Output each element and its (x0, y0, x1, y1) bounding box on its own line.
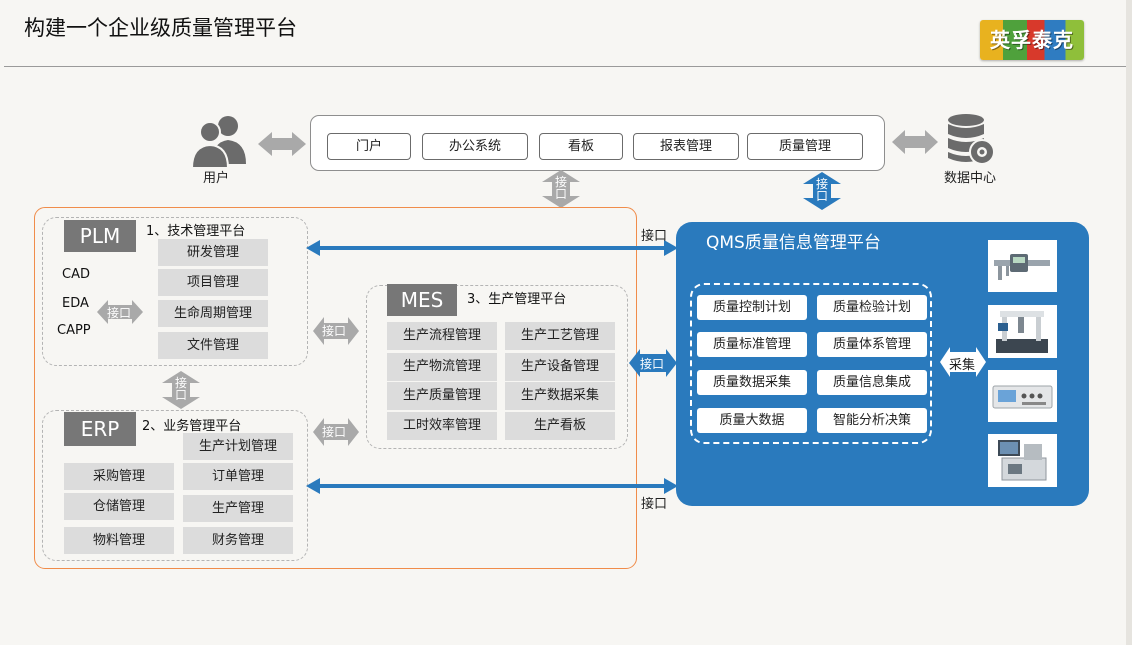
mes-process-flow[interactable]: 生产流程管理 (387, 322, 497, 350)
plm-panel (42, 217, 308, 366)
mes-efficiency[interactable]: 工时效率管理 (387, 412, 497, 440)
mes-equipment[interactable]: 生产设备管理 (505, 353, 615, 381)
qms-standards[interactable]: 质量标准管理 (697, 332, 807, 357)
mes-logistics[interactable]: 生产物流管理 (387, 353, 497, 381)
mes-qms-arrow (629, 349, 677, 377)
right-edge-strip (1126, 0, 1132, 645)
portal-datacenter-arrow (892, 130, 938, 154)
company-logo: 英孚泰克 (980, 20, 1084, 60)
users-icon (190, 116, 246, 168)
quality-management-button[interactable]: 质量管理 (747, 133, 863, 160)
collect-arrow (940, 347, 986, 377)
interface-label: 接口 (640, 357, 665, 371)
plm-erp-arrow (162, 371, 200, 409)
qms-info-integration[interactable]: 质量信息集成 (817, 370, 927, 395)
erp-finance[interactable]: 财务管理 (183, 527, 293, 554)
interface-label: 接口 (815, 177, 828, 203)
eda-label: EDA (62, 296, 89, 311)
erp-mes-arrow (313, 418, 359, 446)
caliper-photo (988, 240, 1057, 292)
plm-qms-connector (306, 240, 678, 256)
mes-heading: 3、生产管理平台 (467, 292, 567, 307)
erp-heading: 2、业务管理平台 (142, 419, 242, 434)
erp-qms-connector (306, 478, 678, 494)
plm-mes-arrow (313, 317, 359, 345)
erp-order-management[interactable]: 订单管理 (183, 463, 293, 490)
cad-label: CAD (62, 267, 90, 282)
interface-label: 接口 (641, 229, 668, 244)
erp-production-planning[interactable]: 生产计划管理 (183, 433, 293, 460)
mes-process-technology[interactable]: 生产工艺管理 (505, 322, 615, 350)
erp-material-management[interactable]: 物料管理 (64, 527, 174, 554)
cmm-machine-photo (988, 305, 1057, 358)
database-icon (948, 114, 995, 165)
qms-big-data[interactable]: 质量大数据 (697, 408, 807, 433)
mes-quality[interactable]: 生产质量管理 (387, 382, 497, 410)
logo-text: 英孚泰克 (990, 28, 1074, 52)
qms-title: QMS质量信息管理平台 (706, 233, 881, 253)
capp-label: CAPP (57, 323, 91, 338)
user-portal-arrow (258, 132, 306, 156)
qms-control-plan[interactable]: 质量控制计划 (697, 295, 807, 320)
test-instrument-photo (988, 370, 1057, 422)
qms-data-collection[interactable]: 质量数据采集 (697, 370, 807, 395)
datacenter-label: 数据中心 (944, 171, 997, 186)
plm-rd-management[interactable]: 研发管理 (158, 239, 268, 266)
title-divider (4, 66, 1126, 67)
erp-procurement[interactable]: 采购管理 (64, 463, 174, 490)
qms-modules-panel (690, 283, 932, 444)
office-system-button[interactable]: 办公系统 (422, 133, 528, 160)
business-systems-container (34, 207, 637, 569)
mes-kanban[interactable]: 生产看板 (505, 412, 615, 440)
plm-file-management[interactable]: 文件管理 (158, 332, 268, 359)
interface-label: 接口 (322, 324, 347, 338)
report-management-button[interactable]: 报表管理 (633, 133, 739, 160)
qms-system[interactable]: 质量体系管理 (817, 332, 927, 357)
portal-bar: 门户 办公系统 看板 报表管理 质量管理 (310, 115, 885, 171)
interface-label: 接口 (641, 497, 668, 512)
mes-tag: MES (387, 284, 457, 316)
plm-project-management[interactable]: 项目管理 (158, 269, 268, 296)
plm-heading: 1、技术管理平台 (146, 224, 246, 239)
plm-lifecycle-management[interactable]: 生命周期管理 (158, 300, 268, 327)
erp-production-management[interactable]: 生产管理 (183, 495, 293, 522)
erp-tag: ERP (64, 412, 136, 446)
qms-analysis-decision[interactable]: 智能分析决策 (817, 408, 927, 433)
mes-data-collection[interactable]: 生产数据采集 (505, 382, 615, 410)
inspection-station-photo (988, 434, 1057, 487)
dashboard-button[interactable]: 看板 (539, 133, 623, 160)
plm-tools-arrow (97, 300, 143, 324)
portal-orange-arrow (542, 170, 580, 208)
interface-label: 接口 (554, 175, 567, 201)
interface-label: 接口 (322, 425, 347, 439)
interface-label: 接口 (174, 376, 187, 402)
erp-warehouse[interactable]: 仓储管理 (64, 493, 174, 520)
portal-button[interactable]: 门户 (327, 133, 411, 160)
page-title: 构建一个企业级质量管理平台 (24, 16, 297, 40)
qms-inspection-plan[interactable]: 质量检验计划 (817, 295, 927, 320)
user-label: 用户 (203, 171, 230, 186)
mes-panel (366, 285, 628, 449)
interface-label: 接口 (107, 306, 132, 320)
collect-label: 采集 (949, 358, 976, 373)
plm-tag: PLM (64, 220, 136, 252)
portal-qms-arrow (803, 172, 841, 210)
